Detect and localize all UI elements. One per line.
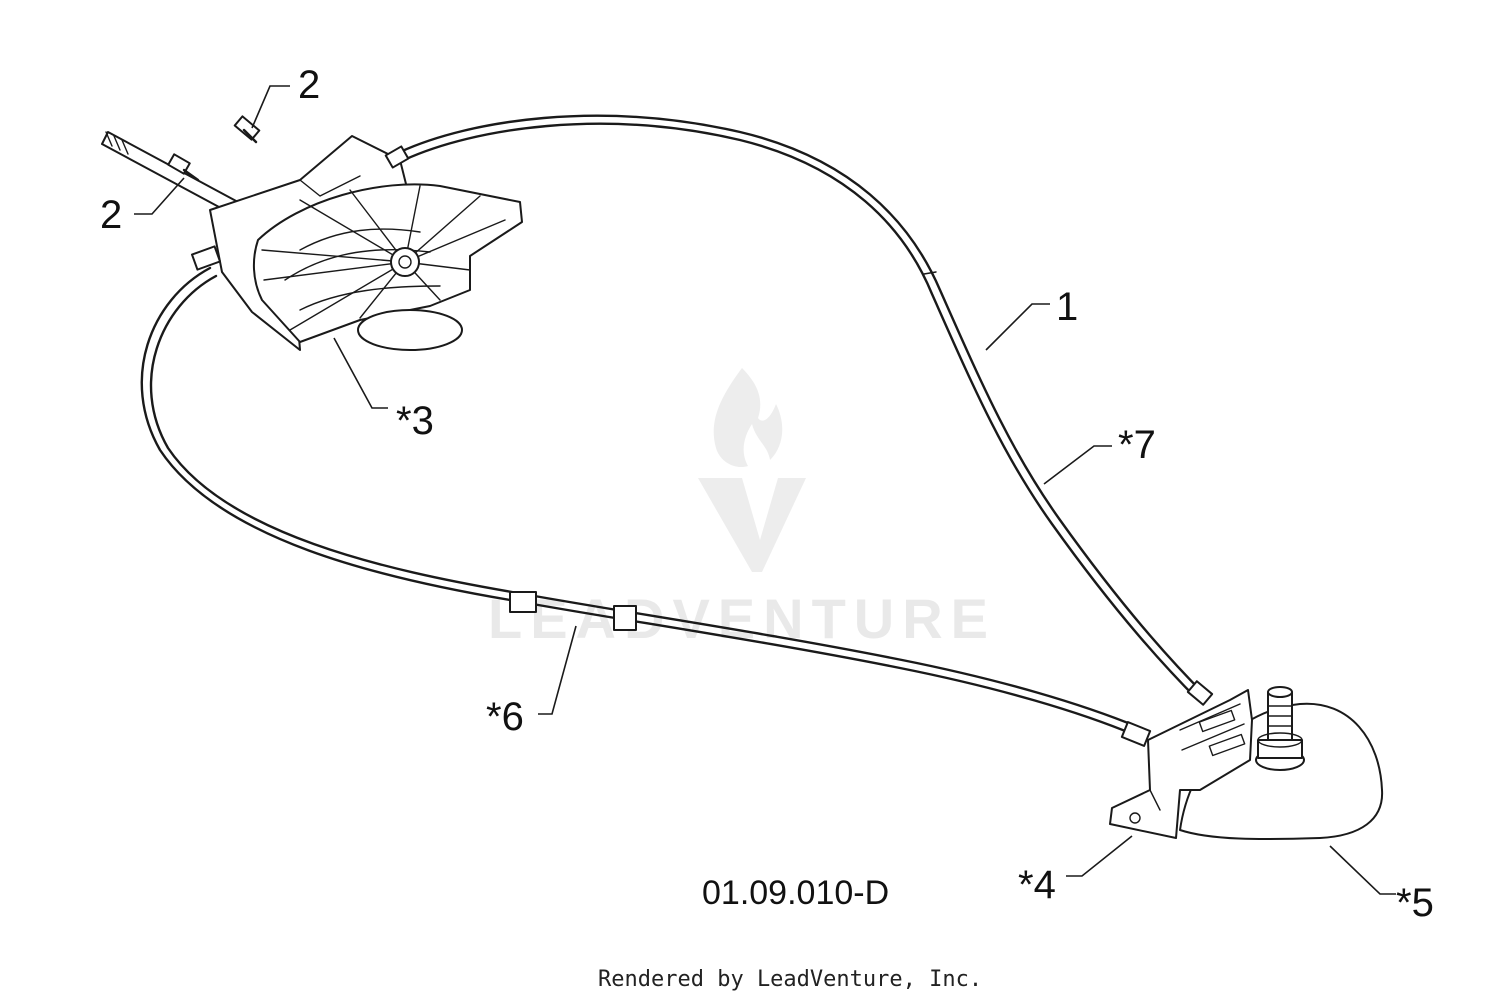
- bolt-upper: [233, 115, 261, 144]
- watermark-logo-icon: [698, 368, 806, 572]
- callout-2-top: 2: [298, 63, 320, 107]
- drawing-number: 01.09.010-D: [702, 874, 889, 912]
- callout-4: *4: [1018, 863, 1056, 907]
- cable-lower: [140, 266, 1152, 747]
- cable-upper: [398, 114, 1214, 706]
- cable-bracket-assembly: [101, 131, 523, 351]
- leader-lines: [134, 85, 1396, 895]
- callout-6: *6: [486, 695, 524, 739]
- callout-1: 1: [1056, 285, 1078, 329]
- callout-2-left: 2: [100, 193, 122, 237]
- callout-7: *7: [1118, 423, 1156, 467]
- callout-5: *5: [1396, 881, 1434, 925]
- callout-3: *3: [396, 399, 434, 443]
- footer-credit: Rendered by LeadVenture, Inc.: [598, 967, 982, 992]
- watermark-text: LEADVENTURE: [488, 587, 996, 650]
- bolt-lower: [167, 153, 200, 182]
- watermark: LEADVENTURE: [488, 368, 996, 650]
- lower-right-assembly: [1109, 686, 1384, 841]
